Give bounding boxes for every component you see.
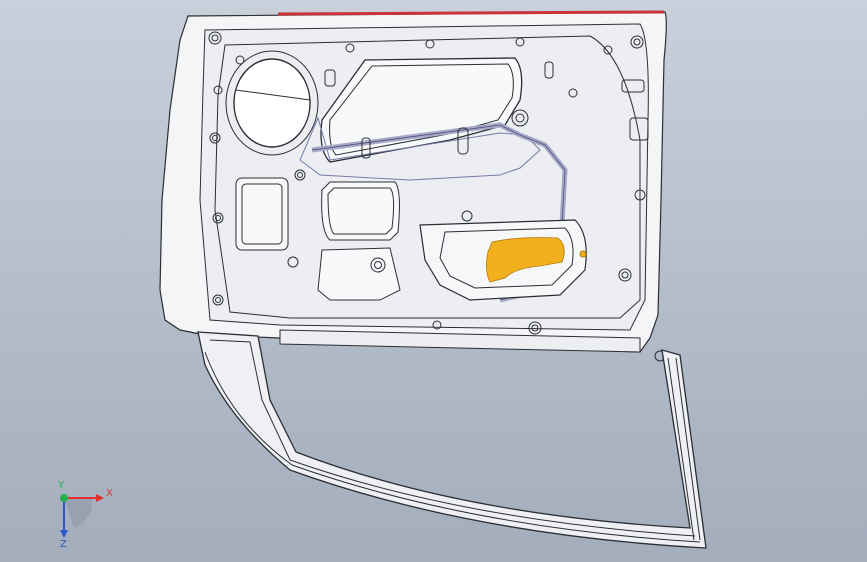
panel-top-edge-highlight <box>277 10 665 16</box>
orientation-triad[interactable]: X Y Z <box>40 478 120 548</box>
left-access-opening-inner <box>241 183 283 245</box>
handle-pocket-inner <box>439 227 574 289</box>
speaker-ring <box>225 50 319 156</box>
lower-left-pocket[interactable] <box>317 247 401 301</box>
handle-pin <box>579 250 587 258</box>
window-regulator-rail[interactable] <box>299 116 541 181</box>
upper-access-opening[interactable] <box>320 57 523 163</box>
triad-x-label: X <box>106 488 113 499</box>
panel-slots <box>324 61 649 159</box>
triad-shadow-wedge <box>64 498 93 528</box>
panel-perimeter-bead <box>214 35 641 319</box>
window-frame-inner-lip <box>209 339 696 537</box>
triad-x-arrow-icon <box>96 494 104 502</box>
window-frame-seal[interactable] <box>197 331 707 549</box>
triad-y-axis-dot <box>60 494 68 502</box>
left-access-opening[interactable] <box>235 177 289 251</box>
middle-access-opening[interactable] <box>321 181 400 241</box>
triad-z-arrow-icon <box>60 530 68 538</box>
window-frame-rear-upright <box>667 357 695 541</box>
inner-handle-highlight[interactable] <box>486 237 565 283</box>
mounting-holes <box>208 31 666 362</box>
window-frame-rear-upright-lip <box>675 357 701 541</box>
speaker-opening[interactable] <box>233 58 311 148</box>
triad-z-label: Z <box>60 539 67 548</box>
speaker-section-line <box>235 89 311 101</box>
middle-access-opening-inner <box>327 187 395 235</box>
lower-trim-strip <box>279 329 641 353</box>
triad-y-label: Y <box>57 480 65 491</box>
window-frame-mid-lip <box>204 351 701 543</box>
